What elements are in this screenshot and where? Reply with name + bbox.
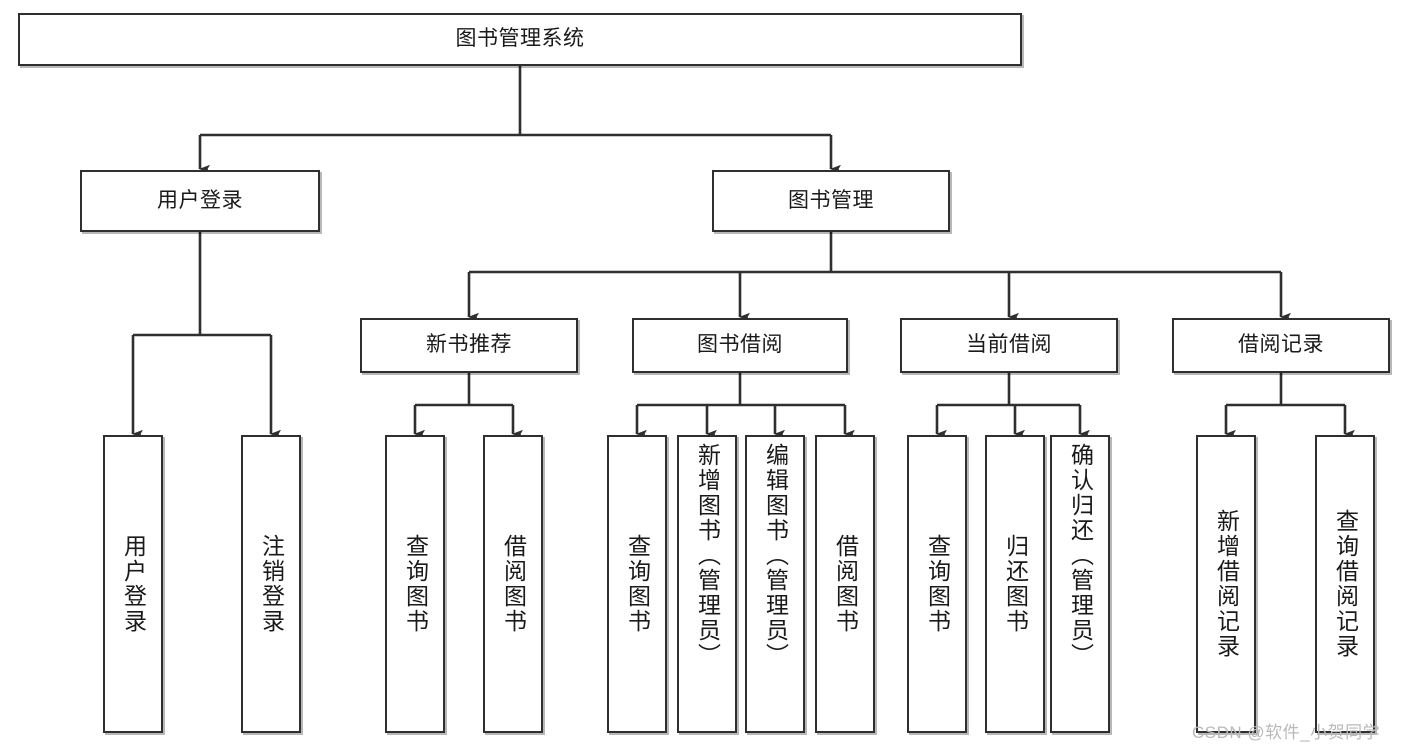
node-leaf-borrow-book-1[interactable]: 借阅图书: [483, 435, 543, 733]
node-label: 查询图书: [624, 534, 651, 634]
node-leaf-borrow-book-2[interactable]: 借阅图书: [815, 435, 875, 733]
node-current-borrow[interactable]: 当前借阅: [900, 318, 1118, 373]
connector-lines: [131, 66, 1355, 439]
node-label: 注销登录: [258, 534, 285, 634]
node-label: 用户登录: [120, 534, 147, 634]
node-label: 借阅记录: [1238, 333, 1324, 357]
node-leaf-logout[interactable]: 注销登录: [241, 435, 301, 733]
node-leaf-query-book-1[interactable]: 查询图书: [385, 435, 445, 733]
node-book-manage[interactable]: 图书管理: [712, 170, 950, 232]
node-leaf-confirm-return[interactable]: 确认归还（管理员）: [1050, 435, 1110, 733]
node-leaf-add-book[interactable]: 新增图书（管理员）: [677, 435, 737, 733]
node-leaf-return-book[interactable]: 归还图书: [985, 435, 1045, 733]
node-label: 查询图书: [402, 534, 429, 634]
node-label: 图书管理: [788, 188, 874, 212]
node-leaf-query-record[interactable]: 查询借阅记录: [1315, 435, 1375, 733]
watermark-text: CSDN @软件_小贺同学: [1192, 723, 1381, 742]
node-leaf-edit-book[interactable]: 编辑图书（管理员）: [745, 435, 805, 733]
node-label: 查询图书: [924, 534, 951, 634]
node-root[interactable]: 图书管理系统: [18, 13, 1022, 66]
node-leaf-query-book-2[interactable]: 查询图书: [607, 435, 667, 733]
node-label: 编辑图书（管理员）: [762, 443, 789, 668]
node-leaf-add-record[interactable]: 新增借阅记录: [1196, 435, 1256, 733]
node-label: 图书管理系统: [455, 27, 585, 51]
node-label: 借阅图书: [832, 534, 859, 634]
node-new-book-rec[interactable]: 新书推荐: [360, 318, 578, 373]
node-leaf-query-book-3[interactable]: 查询图书: [907, 435, 967, 733]
node-user-login[interactable]: 用户登录: [80, 170, 320, 232]
node-leaf-user-login[interactable]: 用户登录: [103, 435, 163, 733]
node-label: 新书推荐: [426, 333, 512, 357]
node-label: 归还图书: [1002, 534, 1029, 634]
node-borrow-record[interactable]: 借阅记录: [1172, 318, 1390, 373]
node-label: 查询借阅记录: [1332, 509, 1359, 659]
node-book-borrow[interactable]: 图书借阅: [632, 318, 848, 373]
node-label: 用户登录: [157, 188, 243, 212]
node-label: 新增借阅记录: [1213, 509, 1240, 659]
node-label: 确认归还（管理员）: [1067, 443, 1094, 668]
node-label: 新增图书（管理员）: [694, 443, 721, 668]
node-label: 借阅图书: [500, 534, 527, 634]
node-label: 当前借阅: [966, 333, 1052, 357]
node-label: 图书借阅: [697, 333, 783, 357]
